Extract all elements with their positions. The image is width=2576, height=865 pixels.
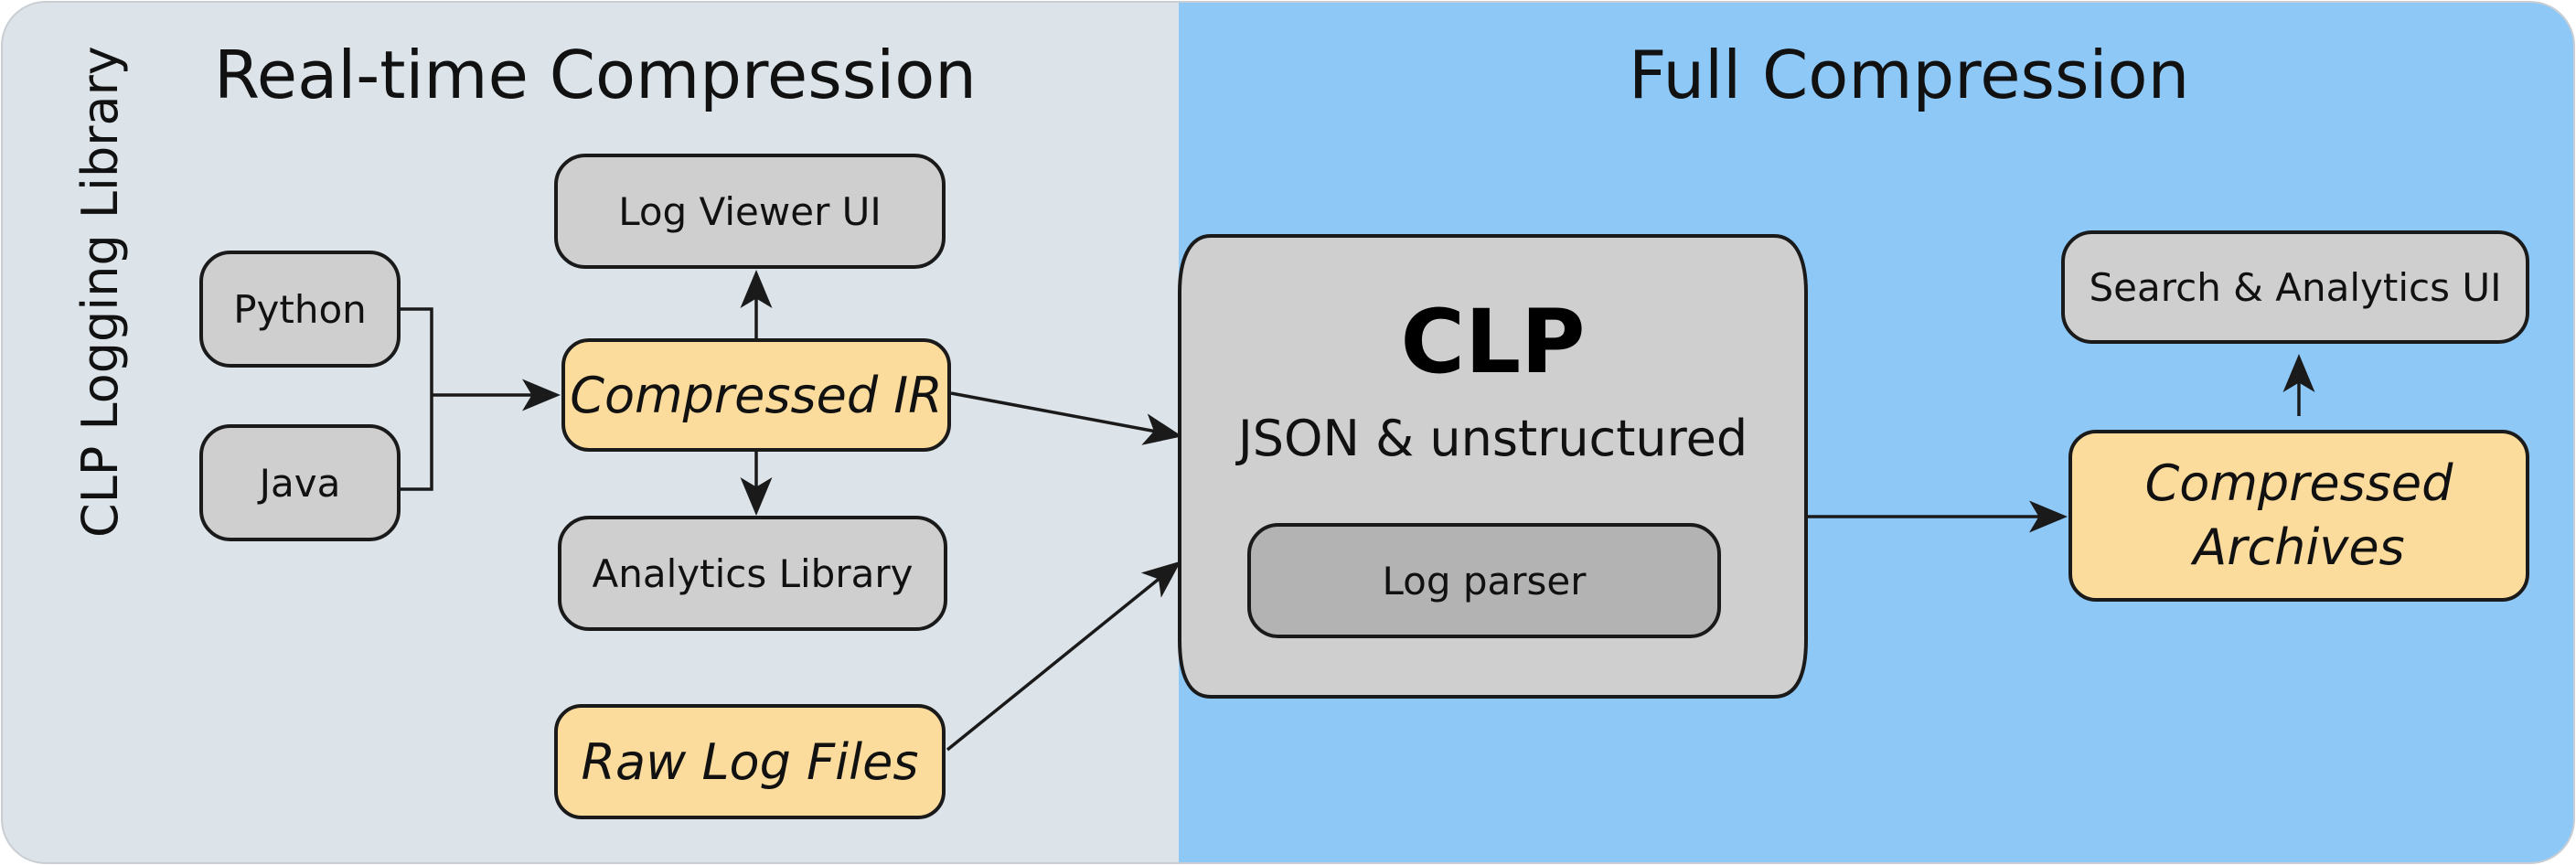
log-parser-label: Log parser [1382, 558, 1587, 603]
compressed-ir-label: Compressed IR [570, 366, 943, 424]
python-label: Python [233, 286, 367, 332]
ir-to-clp-arrow [950, 391, 1182, 445]
realtime-section-title: Real-time Compression [214, 37, 977, 113]
raw-log-files-box: Raw Log Files [554, 704, 946, 819]
raw-log-files-label: Raw Log Files [581, 732, 919, 791]
compressed-archives-label-line2: Archives [2193, 518, 2405, 576]
compressed-archives-box: Compressed Archives [2068, 430, 2529, 602]
search-analytics-ui-label: Search & Analytics UI [2089, 264, 2502, 310]
java-box: Java [199, 424, 401, 541]
raw-to-clp-arrow [946, 561, 1181, 752]
analytics-library-box: Analytics Library [558, 516, 947, 631]
compressed-archives-label-line1: Compressed [2144, 454, 2453, 512]
analytics-library-label: Analytics Library [592, 550, 914, 596]
java-connector [401, 395, 433, 491]
search-analytics-ui-box: Search & Analytics UI [2061, 230, 2529, 344]
clp-title: CLP [1400, 291, 1586, 393]
java-label: Java [259, 460, 341, 506]
python-box: Python [199, 251, 401, 368]
full-section-title: Full Compression [1629, 37, 2190, 113]
clp-subtitle: JSON & unstructured [1237, 410, 1748, 467]
log-viewer-label: Log Viewer UI [618, 188, 882, 234]
python-connector [401, 307, 433, 395]
compressed-ir-box: Compressed IR [561, 338, 951, 452]
log-viewer-box: Log Viewer UI [554, 154, 946, 269]
log-parser-box: Log parser [1247, 523, 1721, 638]
